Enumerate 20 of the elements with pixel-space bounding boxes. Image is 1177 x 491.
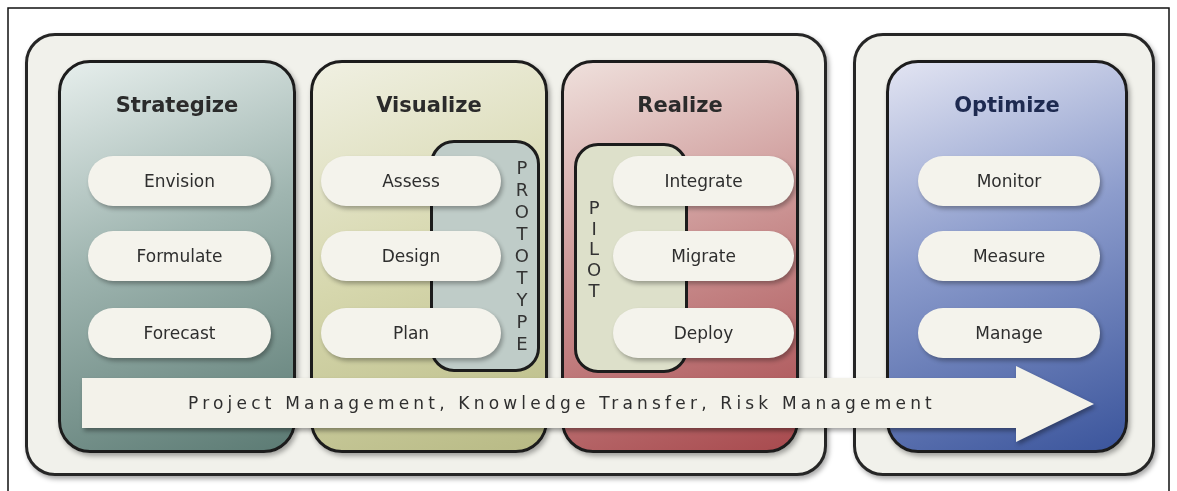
step-pill: Forecast [88, 308, 271, 358]
step-pill: Deploy [613, 308, 794, 358]
step-pill: Plan [321, 308, 501, 358]
step-pill: Integrate [613, 156, 794, 206]
block-arrow [82, 366, 1094, 442]
step-pill: Monitor [918, 156, 1100, 206]
step-pill: Manage [918, 308, 1100, 358]
phase-heading: Strategize [114, 93, 240, 117]
vertical-label: PROTOTYPE [514, 157, 529, 355]
arrow-label: Project Management, Knowledge Transfer, Risk Management [187, 392, 937, 415]
phase-heading: Realize [636, 93, 724, 117]
step-pill: Design [321, 231, 501, 281]
vertical-label: PILOT [587, 198, 602, 302]
phase-heading: Visualize [375, 93, 483, 117]
phase-heading: Optimize [953, 93, 1061, 117]
step-pill: Measure [918, 231, 1100, 281]
step-pill: Envision [88, 156, 271, 206]
step-pill: Formulate [88, 231, 271, 281]
step-pill: Migrate [613, 231, 794, 281]
step-pill: Assess [321, 156, 501, 206]
